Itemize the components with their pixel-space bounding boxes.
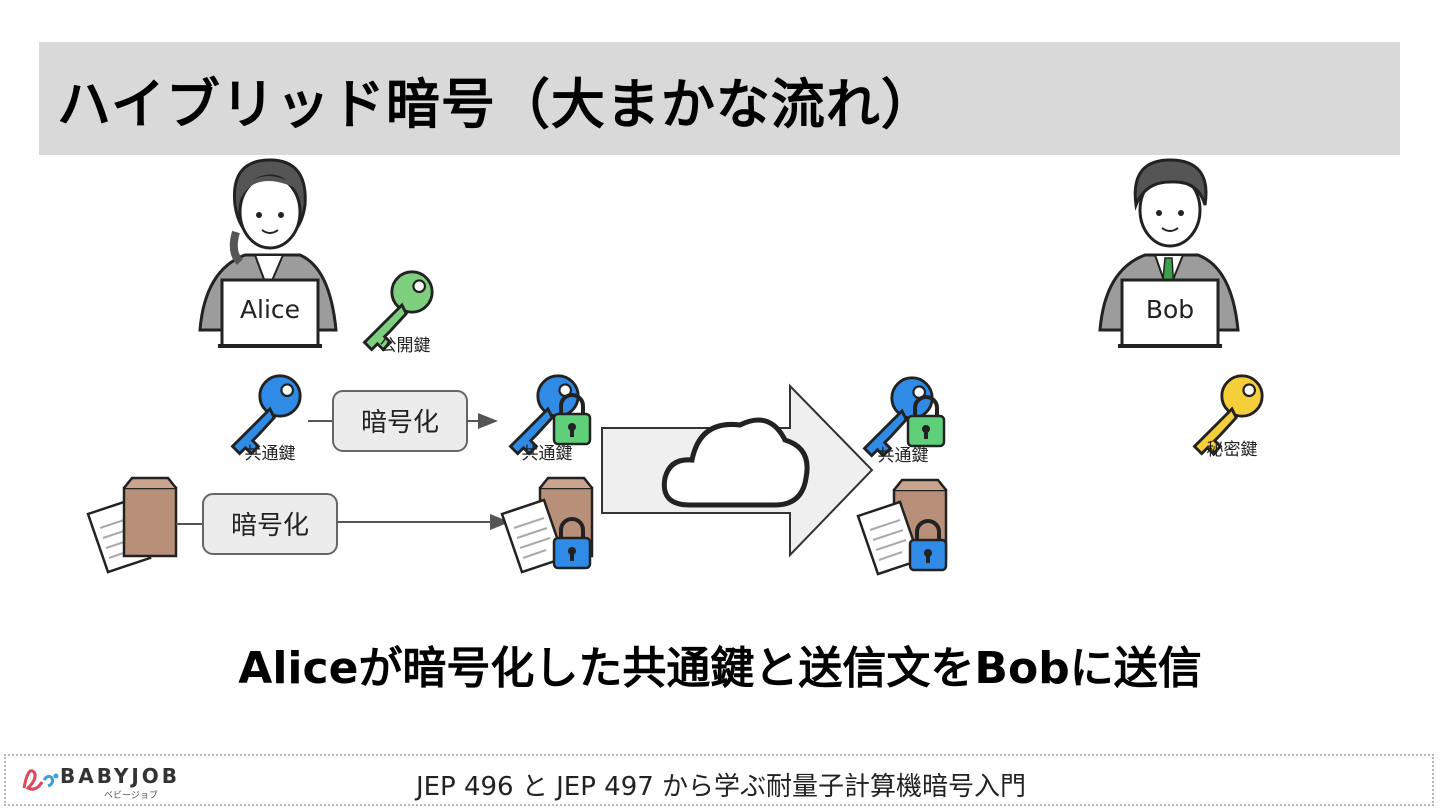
- public-key-label: 公開鍵: [380, 336, 431, 356]
- bob-figure: Bob: [1100, 160, 1238, 346]
- encrypt-key-step-label: 暗号化: [361, 408, 439, 438]
- box-icon: [124, 478, 176, 556]
- received-common-key-label: 共通鍵: [878, 446, 929, 466]
- bob-name: Bob: [1146, 295, 1194, 324]
- encrypt-doc-step-label: 暗号化: [231, 511, 309, 541]
- alice-figure: Alice: [200, 160, 336, 346]
- encrypted-common-key-label: 共通鍵: [522, 444, 573, 464]
- alice-name: Alice: [240, 295, 300, 324]
- footer-text: JEP 496 と JEP 497 から学ぶ耐量子計算機暗号入門: [6, 766, 1436, 803]
- caption: Aliceが暗号化した共通鍵と送信文をBobに送信: [0, 632, 1440, 696]
- common-key-icon: [232, 376, 300, 454]
- common-key-label: 共通鍵: [245, 444, 296, 464]
- footer: BABYJOB ベビージョブ JEP 496 と JEP 497 から学ぶ耐量子…: [4, 754, 1434, 806]
- private-key-label: 秘密鍵: [1207, 440, 1258, 460]
